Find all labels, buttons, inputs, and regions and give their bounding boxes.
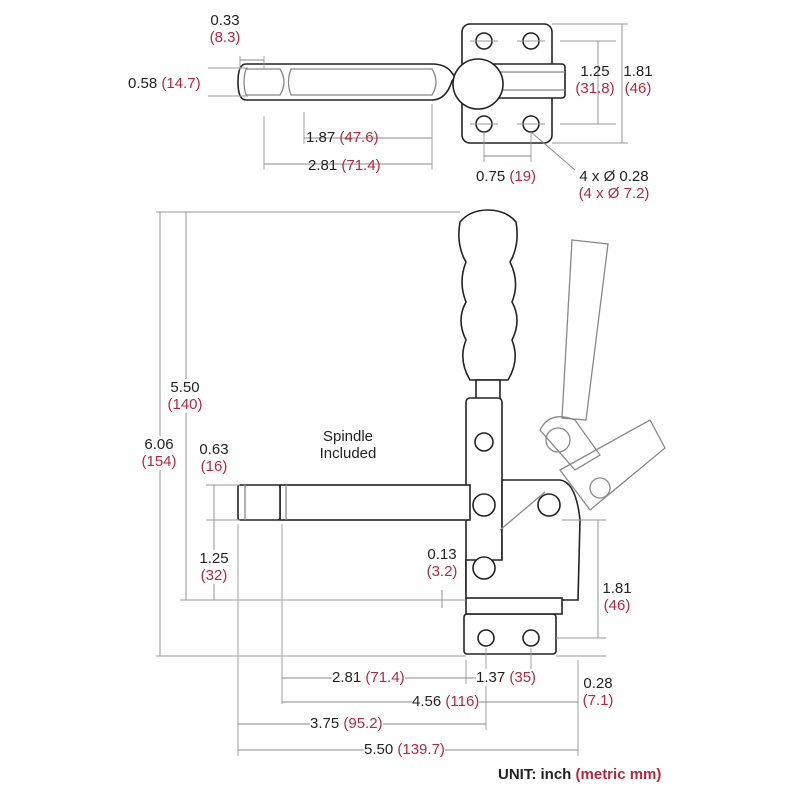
dim-mm: (46)	[624, 80, 652, 97]
dim-inch: 1.25	[580, 63, 610, 80]
dim-mm: (16)	[200, 458, 228, 475]
dim-side-281-label: 2.81 (71.4)	[332, 669, 405, 686]
dim-mm: (8.3)	[209, 29, 241, 46]
dim-inch: 3.75	[310, 715, 340, 732]
dim-side-550w-label: 5.50 (139.7)	[364, 741, 445, 758]
dim-mm: (32)	[200, 567, 228, 584]
dim-side-181-label: 1.81 (46)	[599, 580, 635, 614]
unit-metric: (metric mm)	[575, 766, 662, 783]
dim-inch: 0.28	[583, 675, 613, 692]
dim-side-137-label: 1.37 (35)	[476, 669, 537, 686]
dim-mm: (19)	[509, 168, 537, 185]
side-base	[463, 613, 557, 655]
dim-top-width-label: 0.33 (8.3)	[205, 12, 245, 46]
dim-mm: (7.1)	[582, 692, 614, 709]
dim-mm: (3.2)	[426, 563, 458, 580]
side-hole	[477, 629, 495, 647]
dim-mm: (71.4)	[365, 669, 405, 686]
side-hole	[522, 629, 540, 647]
dim-side-606-label: 6.06 (154)	[139, 436, 179, 470]
unit-inch: inch	[540, 766, 572, 783]
dim-top-075-label: 0.75 (19)	[476, 168, 536, 185]
dim-mm: (4 x Ø 7.2)	[578, 185, 650, 202]
dim-inch: 4.56	[412, 693, 442, 710]
dim-top-181-label: 1.81 (46)	[620, 63, 656, 97]
dim-inch: 2.81	[308, 157, 338, 174]
dim-inch: 5.50	[170, 379, 200, 396]
dim-inch: 1.87	[306, 129, 336, 146]
dim-inch: 1.81	[623, 63, 653, 80]
dim-mm: (71.4)	[341, 157, 381, 174]
dim-mm: (95.2)	[343, 715, 383, 732]
dim-inch: 2.81	[332, 669, 362, 686]
dim-inch: 6.06	[144, 436, 174, 453]
dim-mm: (35)	[509, 669, 537, 686]
dim-inch: 0.63	[199, 441, 229, 458]
dim-inch: 5.50	[364, 741, 394, 758]
dim-side-063-label: 0.63 (16)	[196, 441, 232, 475]
dim-top-height-label: 0.58 (14.7)	[128, 75, 201, 92]
side-pivot	[472, 556, 496, 580]
dim-mm: (139.7)	[397, 741, 445, 758]
dim-inch: 0.13	[427, 546, 457, 563]
dim-inch: 1.37	[476, 669, 506, 686]
side-pivot	[472, 493, 496, 517]
side-spindle-arm	[279, 484, 471, 521]
side-view	[156, 209, 666, 756]
dim-top-125-label: 1.25 (31.8)	[575, 63, 615, 97]
dim-side-013-label: 0.13 (3.2)	[420, 546, 464, 580]
dim-side-028-label: 0.28 (7.1)	[580, 675, 616, 709]
dim-inch: 0.58	[128, 75, 158, 92]
dim-mm: (47.6)	[339, 129, 379, 146]
dim-inch: 4 x Ø 0.28	[579, 168, 649, 185]
side-pivot	[537, 493, 561, 517]
unit-note: UNIT: inch (metric mm)	[498, 766, 661, 783]
top-pivot-hub	[452, 58, 504, 110]
dim-top-187-label: 1.87 (47.6)	[306, 129, 379, 146]
dim-side-550-label: 5.50 (140)	[165, 379, 205, 413]
top-handle	[237, 63, 456, 101]
dim-side-125-label: 1.25 (32)	[194, 550, 234, 584]
dim-mm: (14.7)	[161, 75, 201, 92]
spindle-included-note: Spindle Included	[319, 428, 377, 462]
dim-mm: (140)	[167, 396, 203, 413]
dim-mm: (46)	[603, 597, 631, 614]
dim-mm: (154)	[141, 453, 177, 470]
side-handle-grip	[458, 209, 518, 381]
dim-inch: 0.75	[476, 168, 506, 185]
dim-top-holes-label: 4 x Ø 0.28 (4 x Ø 7.2)	[572, 168, 656, 202]
top-view	[208, 23, 628, 171]
side-pivot	[474, 432, 494, 452]
dim-inch: 1.81	[602, 580, 632, 597]
dim-inch: 0.33	[210, 12, 240, 29]
dim-mm: (116)	[445, 693, 480, 710]
side-spindle	[237, 484, 281, 521]
dim-side-375-label: 3.75 (95.2)	[310, 715, 383, 732]
unit-label: UNIT:	[498, 766, 537, 783]
dim-side-456-label: 4.56 (116)	[412, 693, 480, 710]
dim-inch: 1.25	[199, 550, 229, 567]
dim-top-281-label: 2.81 (71.4)	[308, 157, 381, 174]
dim-mm: (31.8)	[575, 80, 615, 97]
